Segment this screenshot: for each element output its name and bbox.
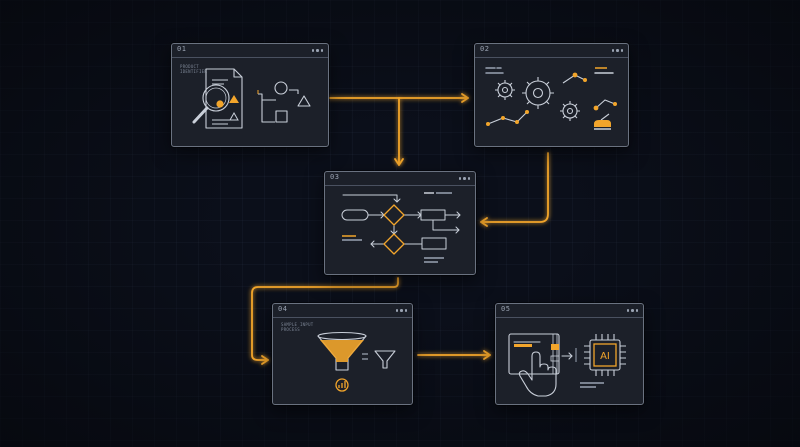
window-03: 03 bbox=[324, 171, 476, 275]
window-menu-dots-icon[interactable] bbox=[395, 309, 407, 312]
window-menu-dots-icon[interactable] bbox=[311, 49, 323, 52]
ai-chip-icon: AI bbox=[584, 334, 626, 376]
connector-03-to-04 bbox=[251, 277, 399, 361]
window-01: 01 PRODUCT IDENTIFIER bbox=[171, 43, 329, 147]
arrowhead-03b bbox=[480, 217, 488, 227]
window-number: 04 bbox=[278, 305, 288, 313]
funnel-icon bbox=[317, 331, 396, 392]
gears-icon bbox=[485, 67, 617, 130]
window-caption: PRODUCT IDENTIFIER bbox=[180, 64, 208, 74]
window-menu-dots-icon[interactable] bbox=[611, 49, 623, 52]
flowchart-icon bbox=[341, 192, 461, 263]
window-02: 02 bbox=[474, 43, 629, 147]
document-magnifier-icon bbox=[192, 68, 311, 129]
connector-02-to-03 bbox=[480, 152, 549, 223]
titlebar: 03 bbox=[325, 172, 475, 186]
arrowhead-05 bbox=[483, 350, 491, 360]
window-number: 03 bbox=[330, 173, 340, 181]
arrowhead-04 bbox=[261, 355, 269, 365]
ai-label: AI bbox=[600, 351, 610, 362]
window-number: 05 bbox=[501, 305, 511, 313]
arrowhead-02 bbox=[461, 93, 469, 103]
titlebar: 05 bbox=[496, 304, 643, 318]
hand-touch-icon bbox=[508, 333, 604, 397]
window-number: 02 bbox=[480, 45, 490, 53]
window-04: 04 SAMPLE INPUT PROCESS bbox=[272, 303, 413, 405]
window-number: 01 bbox=[177, 45, 187, 53]
arrowhead-03 bbox=[394, 158, 404, 166]
window-caption: SAMPLE INPUT PROCESS bbox=[281, 322, 314, 332]
titlebar: 01 bbox=[172, 44, 328, 58]
window-menu-dots-icon[interactable] bbox=[626, 309, 638, 312]
window-menu-dots-icon[interactable] bbox=[458, 177, 470, 180]
window-05: 05 AI bbox=[495, 303, 644, 405]
titlebar: 04 bbox=[273, 304, 412, 318]
titlebar: 02 bbox=[475, 44, 628, 58]
